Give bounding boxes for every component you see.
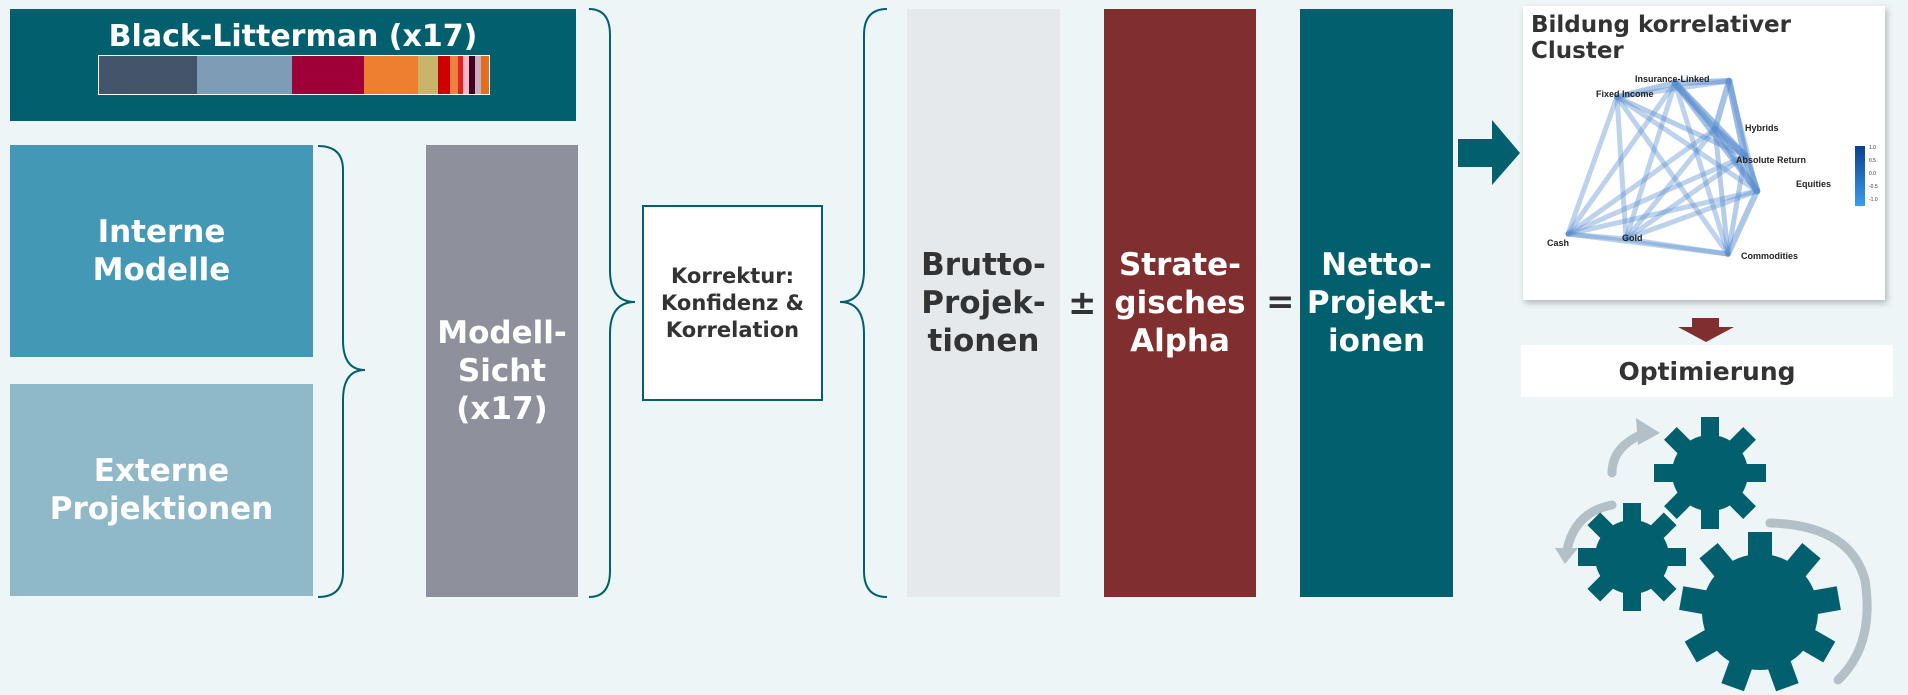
equals-operator: = [1266, 282, 1295, 322]
circular-arrow [1765, 518, 1872, 685]
legend-tick: 1.0 [1869, 145, 1876, 151]
node-label: Insurance-Linked [1635, 74, 1710, 84]
cluster-network: Insurance-Linked Fixed Income Hybrids Ab… [1547, 74, 1878, 261]
edge [1672, 78, 1732, 86]
brutto-projektionen-label: Brutto- Projek- tionen [921, 247, 1046, 359]
modell-sicht-label: Modell- Sicht (x17) [437, 315, 567, 427]
korrektur-label: Korrektur: Konfidenz & Korrelation [661, 263, 804, 342]
edge [1623, 188, 1760, 242]
correlation-legend-bar [1855, 146, 1865, 206]
legend-tick: 0.0 [1869, 171, 1876, 177]
arrow-right-icon [1458, 120, 1520, 185]
edge [1565, 94, 1620, 237]
edge [1623, 80, 1678, 242]
edge [1623, 153, 1748, 242]
strip-segment [458, 56, 463, 94]
edge [1672, 80, 1731, 257]
edge [1614, 94, 1760, 194]
node-label: Hybrids [1745, 123, 1779, 133]
strip-segment [364, 56, 418, 94]
edge [1725, 188, 1760, 257]
edge [1623, 236, 1731, 257]
externe-projektionen-box: Externe Projektionen [10, 384, 313, 596]
node-label: Fixed Income [1596, 89, 1654, 99]
gears-illustration [1555, 417, 1872, 692]
strip-segment [463, 56, 469, 94]
brutto-projektionen-box: Brutto- Projek- tionen [907, 9, 1060, 597]
circular-arrow-head [1555, 548, 1578, 564]
netto-projektionen-box: Netto- Projekt- ionen [1300, 9, 1453, 597]
legend-tick: -1.0 [1869, 197, 1878, 203]
edge [1565, 80, 1678, 237]
node-label: Cash [1547, 238, 1569, 248]
plusminus-operator: ± [1068, 283, 1097, 323]
edge [1623, 126, 1718, 242]
edge [1725, 77, 1749, 160]
edge [1725, 153, 1748, 257]
edge [1565, 153, 1748, 237]
strip-segment [450, 56, 458, 94]
brace-middle [588, 8, 636, 598]
edge [1712, 126, 1760, 194]
edge [1614, 94, 1629, 242]
black-litterman-box: Black-Litterman (x17) [10, 9, 576, 121]
node-label: Absolute Return [1736, 155, 1806, 165]
edge [1712, 126, 1731, 257]
strip-segment [99, 56, 197, 94]
circular-arrow [1562, 500, 1617, 555]
strip-segment [475, 56, 481, 94]
gear-icon [1679, 532, 1841, 692]
circular-arrow-head [1636, 418, 1660, 445]
netto-projektionen-label: Netto- Projekt- ionen [1306, 247, 1447, 359]
cluster-panel: Bildung korrelativer Cluster [1523, 6, 1885, 300]
brace-right [839, 8, 888, 598]
black-litterman-title: Black-Litterman (x17) [108, 19, 478, 54]
strip-segment [438, 56, 450, 94]
korrektur-box: Korrektur: Konfidenz & Korrelation [642, 205, 823, 401]
externe-projektionen-label: Externe Projektionen [49, 453, 274, 527]
legend-tick: -0.5 [1869, 184, 1878, 190]
interne-modelle-box: Interne Modelle [10, 145, 313, 357]
edge [1672, 80, 1718, 132]
edge [1565, 231, 1629, 242]
edge [1614, 94, 1731, 257]
cluster-title: Bildung korrelativer Cluster [1531, 12, 1791, 64]
strip-segment [418, 56, 438, 94]
edge [1712, 78, 1732, 132]
interne-modelle-label: Interne Modelle [92, 214, 231, 288]
strategisches-alpha-box: Strate- gisches Alpha [1104, 9, 1256, 597]
strip-segment [469, 56, 475, 94]
gear-icon [1578, 503, 1686, 611]
strip-segment [292, 56, 364, 94]
strip-segment [197, 56, 292, 94]
brace-left-inputs [317, 145, 366, 598]
gear-icon [1654, 417, 1766, 529]
edge [1565, 188, 1760, 237]
node-label: Equities [1796, 179, 1831, 189]
optimierung-label: Optimierung [1618, 356, 1796, 386]
edge [1614, 78, 1732, 100]
strip-segment [481, 56, 489, 94]
node-label: Commodities [1741, 251, 1798, 261]
edge [1565, 126, 1718, 237]
strategisches-alpha-label: Strate- gisches Alpha [1114, 247, 1246, 359]
legend-tick: 0.5 [1869, 158, 1876, 164]
black-litterman-color-strip [98, 55, 490, 95]
modell-sicht-box: Modell- Sicht (x17) [426, 145, 578, 597]
edge [1614, 80, 1678, 100]
node-label: Gold [1622, 233, 1643, 243]
optimierung-box: Optimierung [1521, 345, 1893, 397]
arrow-down-icon [1678, 318, 1734, 342]
edge [1565, 231, 1731, 257]
